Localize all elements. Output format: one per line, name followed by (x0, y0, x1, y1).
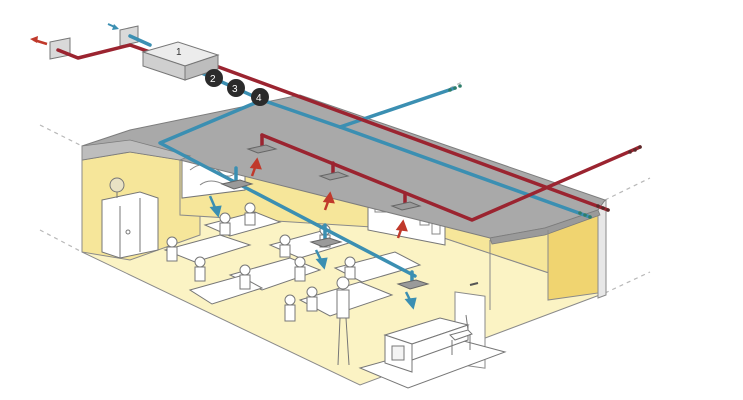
unit-label: 1 (176, 47, 182, 58)
door-handle (469, 282, 479, 286)
exhaust-grille (318, 171, 350, 181)
room-outline (81, 146, 549, 310)
supply-duct-dotted-ends (448, 84, 592, 219)
teacher (336, 276, 350, 366)
fresh-air-intake-arrow-icon (107, 23, 119, 30)
supply-diffuser (309, 237, 343, 248)
exhaust-outlet-arrow-icon (30, 36, 48, 46)
cabinet (101, 191, 159, 259)
exhaust-airflow-arrows (249, 157, 408, 239)
exhaust-duct-dotted-ends (596, 145, 642, 212)
supply-diffuser (396, 279, 430, 290)
component-4-label: 4 (256, 93, 262, 104)
component-2: 2 (205, 69, 223, 87)
exhaust-outlet-grille (49, 37, 71, 60)
teacher-chair (449, 314, 473, 355)
component-2-label: 2 (210, 74, 216, 85)
ceiling-lip (489, 209, 601, 245)
dashed-guides (39, 81, 651, 294)
supply-airflow-arrows (208, 195, 417, 310)
component-3-label: 3 (232, 84, 238, 95)
exhaust-duct (56, 43, 642, 222)
component-4: 4 (251, 88, 269, 106)
globe (109, 177, 125, 198)
ceiling-diffusers (220, 144, 430, 290)
supply-duct (128, 34, 592, 284)
component-3: 3 (227, 79, 245, 97)
supply-diffuser (220, 179, 254, 190)
air-handling-unit: 1 (141, 41, 220, 81)
exhaust-grille (246, 144, 278, 154)
exhaust-grille (390, 201, 422, 211)
